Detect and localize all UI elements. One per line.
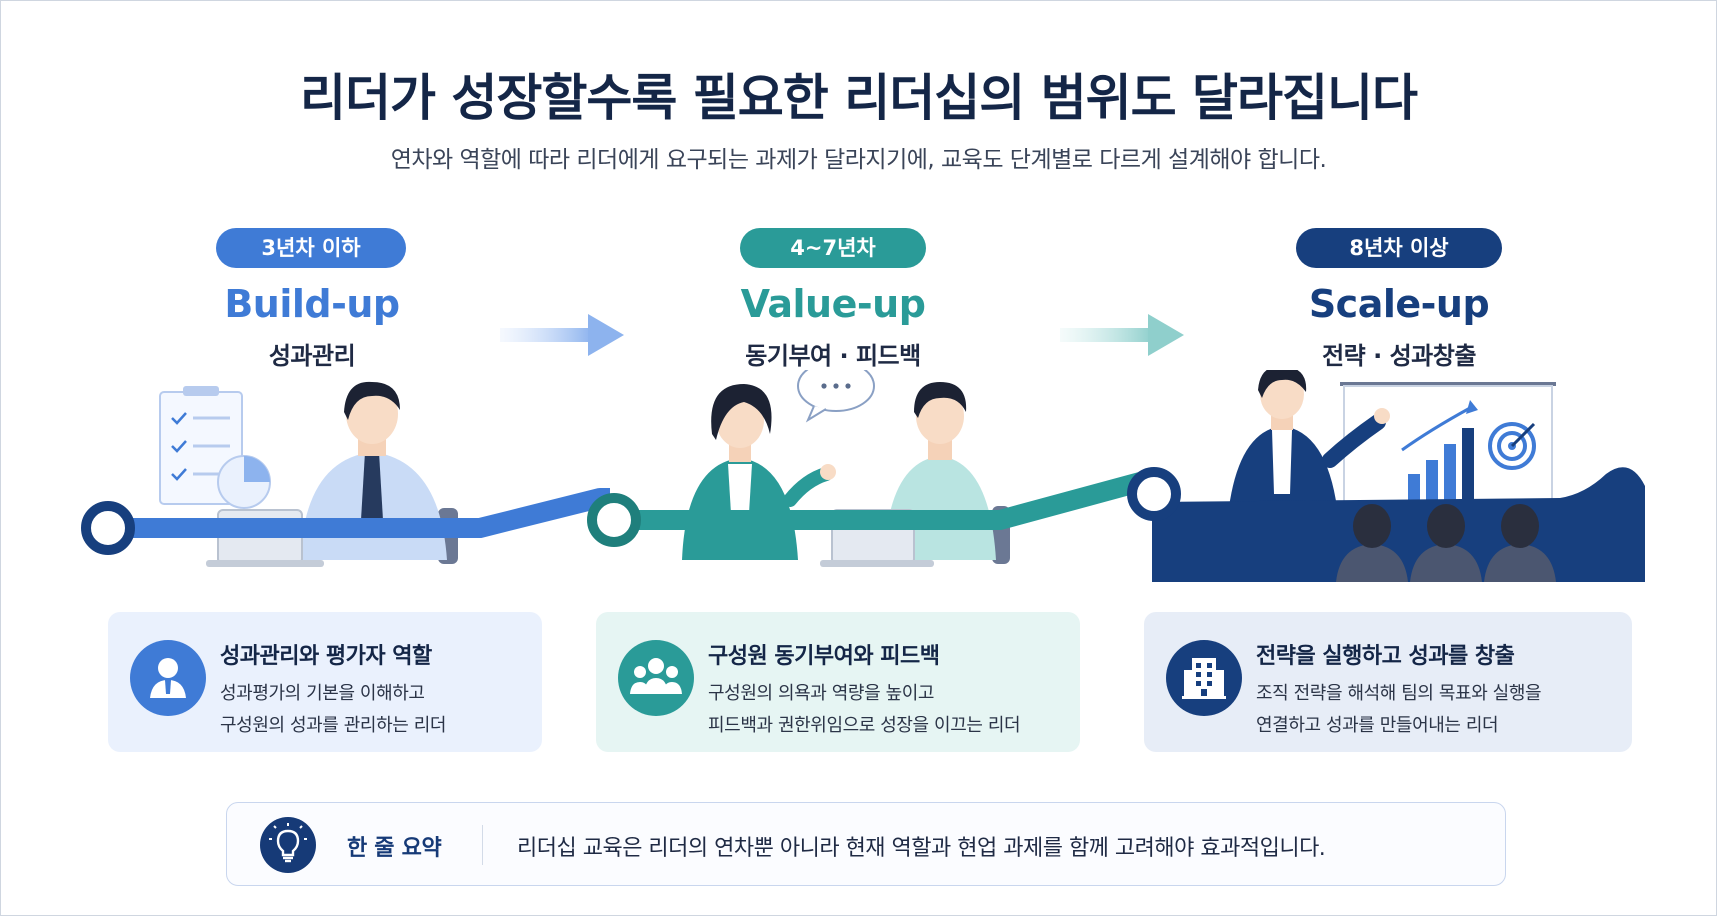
summary-text: 리더십 교육은 리더의 연차뿐 아니라 현재 역할과 현업 과제를 함께 고려해…	[517, 836, 1326, 861]
milestone-2-marker	[587, 493, 641, 547]
stage-1-card: 성과관리와 평가자 역할 성과평가의 기본을 이해하고 구성원의 성과를 관리하…	[108, 612, 542, 752]
audience-illustration	[1336, 504, 1556, 582]
stage-2-card: 구성원 동기부여와 피드백 구성원의 의욕과 역량을 높이고 피드백과 권한위임…	[596, 612, 1080, 752]
stage-1-card-title: 성과관리와 평가자 역할	[220, 644, 432, 669]
stage-3-card: 전략을 실행하고 성과를 창출 조직 전략을 해석해 팀의 목표와 실행을 연결…	[1144, 612, 1632, 752]
arrow-right-icon	[1060, 314, 1184, 356]
coaching-conversation-illustration	[682, 370, 1010, 567]
stage-2-badge: 4~7년차	[740, 228, 926, 268]
building-icon	[1166, 640, 1242, 716]
arrow-right-icon	[500, 314, 624, 356]
summary-bar: 한 줄 요약 리더십 교육은 리더의 연차뿐 아니라 현재 역할과 현업 과제를…	[226, 802, 1506, 886]
milestone-1-marker	[81, 501, 135, 555]
stage-1-name: Build-up	[224, 282, 400, 326]
stage-3-focus: 전략 · 성과창출	[1322, 342, 1476, 370]
stage-1-badge: 3년차 이하	[216, 228, 406, 268]
group-icon	[618, 640, 694, 716]
milestone-3-marker	[1127, 467, 1181, 521]
stage-3-card-title: 전략을 실행하고 성과를 창출	[1256, 644, 1515, 669]
page-subtitle: 연차와 역할에 따라 리더에게 요구되는 과제가 달라지기에, 교육도 단계별로…	[390, 147, 1327, 173]
lightbulb-icon	[260, 817, 316, 873]
strategy-presentation-illustration	[1226, 370, 1556, 538]
person-icon	[130, 640, 206, 716]
stage-1-card-desc: 성과평가의 기본을 이해하고 구성원의 성과를 관리하는 리더	[220, 683, 447, 736]
summary-label: 한 줄 요약	[347, 836, 442, 861]
summary-divider	[482, 825, 483, 865]
stage-3-badge: 8년차 이상	[1296, 228, 1502, 268]
stage-2-name: Value-up	[740, 282, 926, 326]
stage-3-card-desc: 조직 전략을 해석해 팀의 목표와 실행을 연결하고 성과를 만들어내는 리더	[1256, 683, 1542, 736]
checklist-board-icon	[159, 386, 271, 509]
stage-2-focus: 동기부여 · 피드백	[745, 342, 921, 370]
growth-path-scene	[81, 370, 1645, 582]
stage-2-card-desc: 구성원의 의욕과 역량을 높이고 피드백과 권한위임으로 성장을 이끄는 리더	[708, 683, 1021, 736]
stage-3-name: Scale-up	[1308, 282, 1490, 326]
stage-2-card-title: 구성원 동기부여와 피드백	[708, 644, 940, 669]
page-title: 리더가 성장할수록 필요한 리더십의 범위도 달라집니다	[299, 69, 1418, 127]
stage-1-focus: 성과관리	[268, 342, 356, 370]
